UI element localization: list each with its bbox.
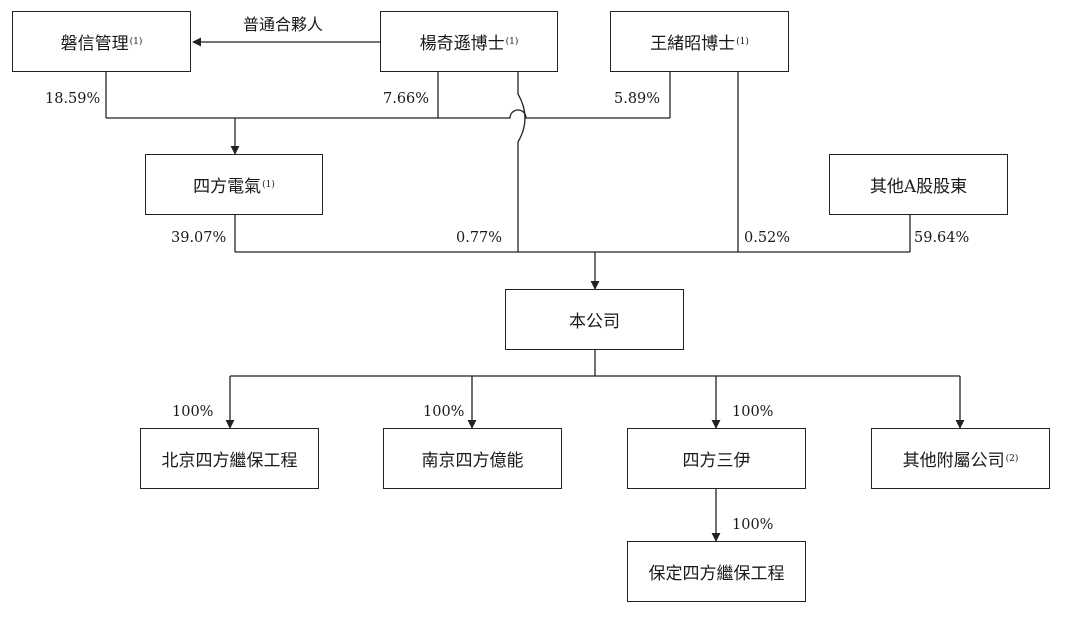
sifang-electric-name: 四方電氣 — [193, 177, 262, 197]
pct-sanyi-to-baoding: 100% — [732, 517, 774, 533]
sifang-electric-note: (1) — [262, 179, 275, 190]
company-box: 本公司 — [505, 289, 684, 350]
pct-wang-to-sifang-electric: 5.89% — [614, 91, 661, 107]
wang-xu-zhao-name: 王緒昭博士 — [650, 34, 736, 54]
company-name: 本公司 — [569, 312, 620, 332]
pct-wang-to-company: 0.52% — [744, 230, 791, 246]
baoding-sifang-name: 保定四方繼保工程 — [648, 564, 785, 584]
other-subsidiaries-note: (2) — [1005, 453, 1019, 464]
pan-xin-note: (1) — [129, 36, 143, 47]
other-subsidiaries-name: 其他附屬公司 — [902, 451, 1005, 471]
baoding-sifang-box: 保定四方繼保工程 — [627, 541, 806, 602]
yang-direct-line — [517, 72, 526, 252]
pan-xin-name: 磐信管理 — [60, 34, 129, 54]
sifang-sanyi-name: 四方三伊 — [682, 451, 751, 471]
nanjing-sifang-box: 南京四方億能 — [383, 428, 562, 489]
yang-qi-xun-note: (1) — [505, 36, 519, 47]
pct-others-to-company: 59.64% — [914, 230, 970, 246]
pct-sifang-electric-to-company: 39.07% — [171, 230, 227, 246]
wang-xu-zhao-box: 王緒昭博士(1) — [610, 11, 789, 72]
pct-pan-xin-to-sifang-electric: 18.59% — [45, 91, 101, 107]
general-partner-label: 普通合夥人 — [243, 15, 324, 34]
other-a-shareholders-box: 其他A股股東 — [829, 154, 1008, 215]
beijing-sifang-box: 北京四方繼保工程 — [140, 428, 319, 489]
other-subsidiaries-box: 其他附屬公司(2) — [871, 428, 1050, 489]
yang-qi-xun-box: 楊奇遜博士(1) — [380, 11, 558, 72]
sifang-electric-bus — [106, 109, 670, 119]
pan-xin-box: 磐信管理(1) — [12, 11, 191, 72]
pct-company-to-sanyi: 100% — [732, 404, 774, 420]
wang-xu-zhao-note: (1) — [736, 36, 749, 47]
yang-qi-xun-name: 楊奇遜博士 — [419, 34, 505, 54]
sifang-sanyi-box: 四方三伊 — [627, 428, 806, 489]
pct-company-to-nanjing: 100% — [423, 404, 465, 420]
other-a-shareholders-name: 其他A股股東 — [869, 177, 968, 197]
sifang-electric-box: 四方電氣(1) — [145, 154, 323, 215]
beijing-sifang-name: 北京四方繼保工程 — [161, 451, 298, 471]
pct-company-to-beijing: 100% — [172, 404, 214, 420]
nanjing-sifang-name: 南京四方億能 — [421, 451, 524, 471]
pct-yang-to-company: 0.77% — [456, 230, 503, 246]
pct-yang-to-sifang-electric: 7.66% — [383, 91, 430, 107]
